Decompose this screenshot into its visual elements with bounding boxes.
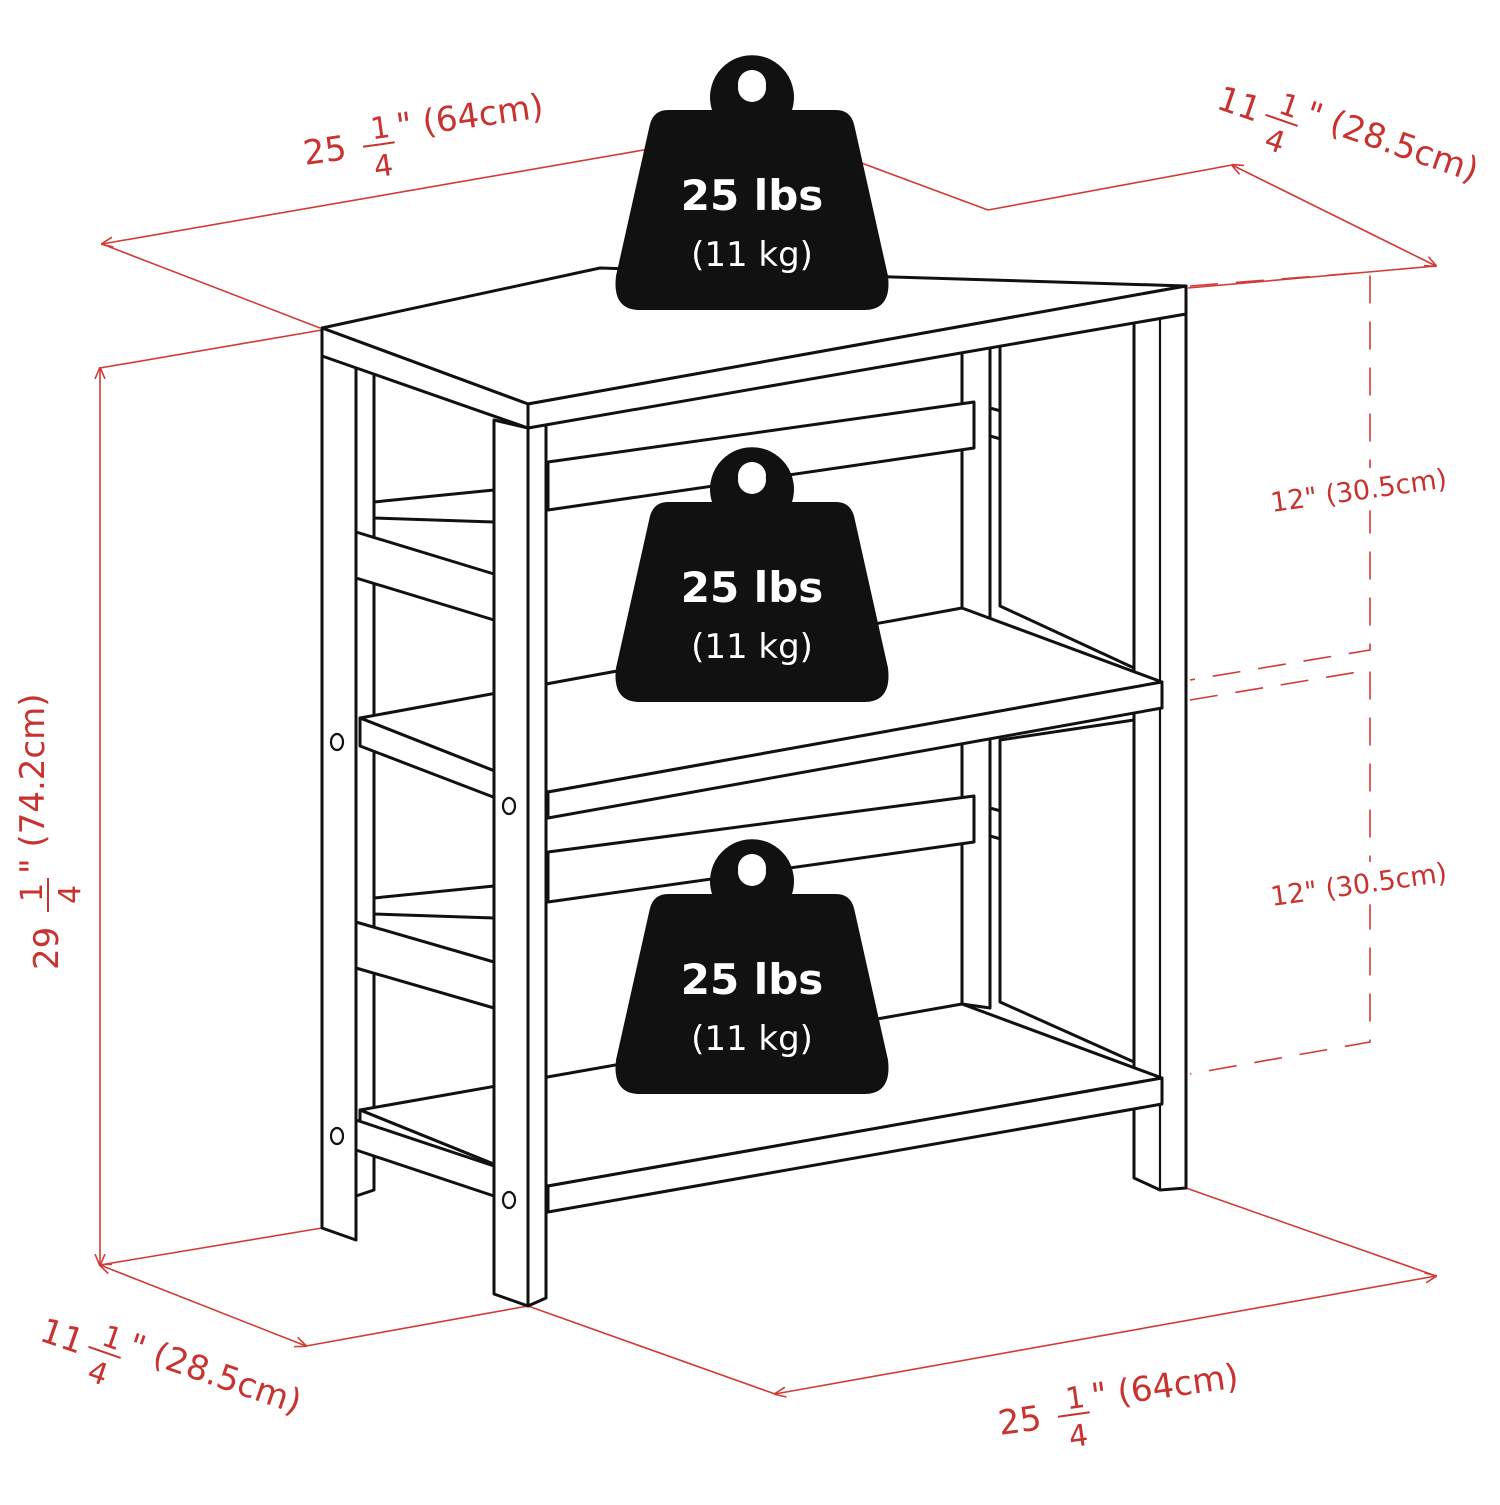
height-label: 29 1 4 " (74.2cm) bbox=[13, 694, 88, 971]
top-width-line bbox=[102, 147, 656, 244]
left-side-rail-back-upper bbox=[372, 488, 496, 524]
weight-icons: 25 lbs (11 kg) 25 lbs (11 kg) 25 lbs (11 kg) bbox=[615, 55, 889, 1094]
height-numerator: 1 bbox=[15, 883, 50, 902]
front-left-post-front bbox=[526, 422, 548, 1308]
weight-icon: 25 lbs (11 kg) bbox=[615, 55, 889, 310]
right-side-panel-lower bbox=[998, 718, 1136, 1064]
screw-hole bbox=[501, 796, 517, 816]
bottom-width-line bbox=[775, 1276, 1436, 1394]
bottom-depth-line bbox=[100, 1265, 306, 1346]
bottom-depth-rest: " (28.5cm) bbox=[123, 1326, 307, 1423]
weight-lbs-label: 25 lbs bbox=[681, 171, 824, 220]
left-rear-post bbox=[320, 333, 358, 1242]
screw-hole bbox=[501, 1190, 517, 1210]
bottom-depth-denominator: 4 bbox=[83, 1354, 112, 1393]
top-depth-rest: " (28.5cm) bbox=[1300, 94, 1484, 191]
top-width-line-segment bbox=[987, 164, 1233, 211]
height-extension-bottom bbox=[99, 1227, 323, 1266]
shelf-upper-dashed-bracket bbox=[1189, 271, 1371, 681]
bottom-depth-extension bbox=[305, 1305, 529, 1347]
left-side-rail-upper bbox=[354, 530, 496, 622]
bottom-width-label: 25 1 4 " (64cm) bbox=[996, 1356, 1241, 1455]
top-depth-label: 11 1 4 " (28.5cm) bbox=[1212, 79, 1484, 191]
weight-lbs-label: 25 lbs bbox=[681, 955, 824, 1004]
shelf-lower-dashed-bracket bbox=[1189, 669, 1371, 1075]
screw-hole bbox=[329, 1126, 345, 1146]
weight-icon: 25 lbs (11 kg) bbox=[615, 447, 889, 702]
top-depth-denominator: 4 bbox=[1260, 122, 1289, 161]
top-extension-line bbox=[101, 243, 321, 329]
right-side-panel-upper bbox=[998, 320, 1136, 670]
middle-shelf-front-edge bbox=[546, 680, 1164, 820]
weight-lbs-label: 25 lbs bbox=[681, 563, 824, 612]
front-left-post-side bbox=[492, 418, 530, 1308]
shelf-lower-label: 12" (30.5cm) bbox=[1261, 847, 1476, 919]
weight-kg-label: (11 kg) bbox=[691, 235, 813, 275]
top-width-rest: " (64cm) bbox=[394, 86, 546, 146]
height-rest: " (74.2cm) bbox=[13, 694, 53, 875]
bottom-shelf-front-edge bbox=[546, 1076, 1164, 1214]
top-width-whole: 25 bbox=[301, 128, 349, 174]
top-depth-extension bbox=[1187, 265, 1437, 289]
height-extension-top bbox=[99, 329, 323, 369]
weight-kg-label: (11 kg) bbox=[691, 627, 813, 667]
top-width-line-segment bbox=[847, 157, 989, 211]
shelf-upper-label: 12" (30.5cm) bbox=[1261, 453, 1476, 525]
dimension-lines bbox=[99, 147, 1437, 1395]
top-depth-line bbox=[1232, 165, 1436, 266]
bottom-depth-label: 11 1 4 " (28.5cm) bbox=[35, 1311, 307, 1423]
shelf-illustration bbox=[320, 266, 1188, 1308]
top-width-denominator: 4 bbox=[372, 148, 396, 185]
height-denominator: 4 bbox=[53, 885, 88, 904]
bottom-width-extension-right bbox=[1185, 1187, 1437, 1277]
left-side-rail-lower bbox=[354, 920, 496, 1010]
bottom-width-denominator: 4 bbox=[1067, 1418, 1091, 1455]
bottom-depth-whole: 11 bbox=[35, 1311, 89, 1363]
bottom-width-whole: 25 bbox=[996, 1398, 1044, 1444]
top-width-numerator: 1 bbox=[368, 110, 392, 147]
bottom-width-extension-left bbox=[527, 1305, 776, 1395]
bottom-width-numerator: 1 bbox=[1063, 1380, 1087, 1417]
top-depth-whole: 11 bbox=[1212, 79, 1266, 131]
top-width-label: 25 1 4 " (64cm) bbox=[301, 86, 546, 185]
left-side-rail-back-lower bbox=[372, 884, 496, 920]
weight-kg-label: (11 kg) bbox=[691, 1019, 813, 1059]
top-panel-front-edge bbox=[526, 284, 1188, 430]
bottom-width-rest: " (64cm) bbox=[1089, 1356, 1241, 1416]
left-rear-post-inner bbox=[354, 363, 376, 1198]
height-whole: 29 bbox=[27, 927, 67, 970]
screw-hole bbox=[329, 732, 345, 752]
weight-icon: 25 lbs (11 kg) bbox=[615, 839, 889, 1094]
